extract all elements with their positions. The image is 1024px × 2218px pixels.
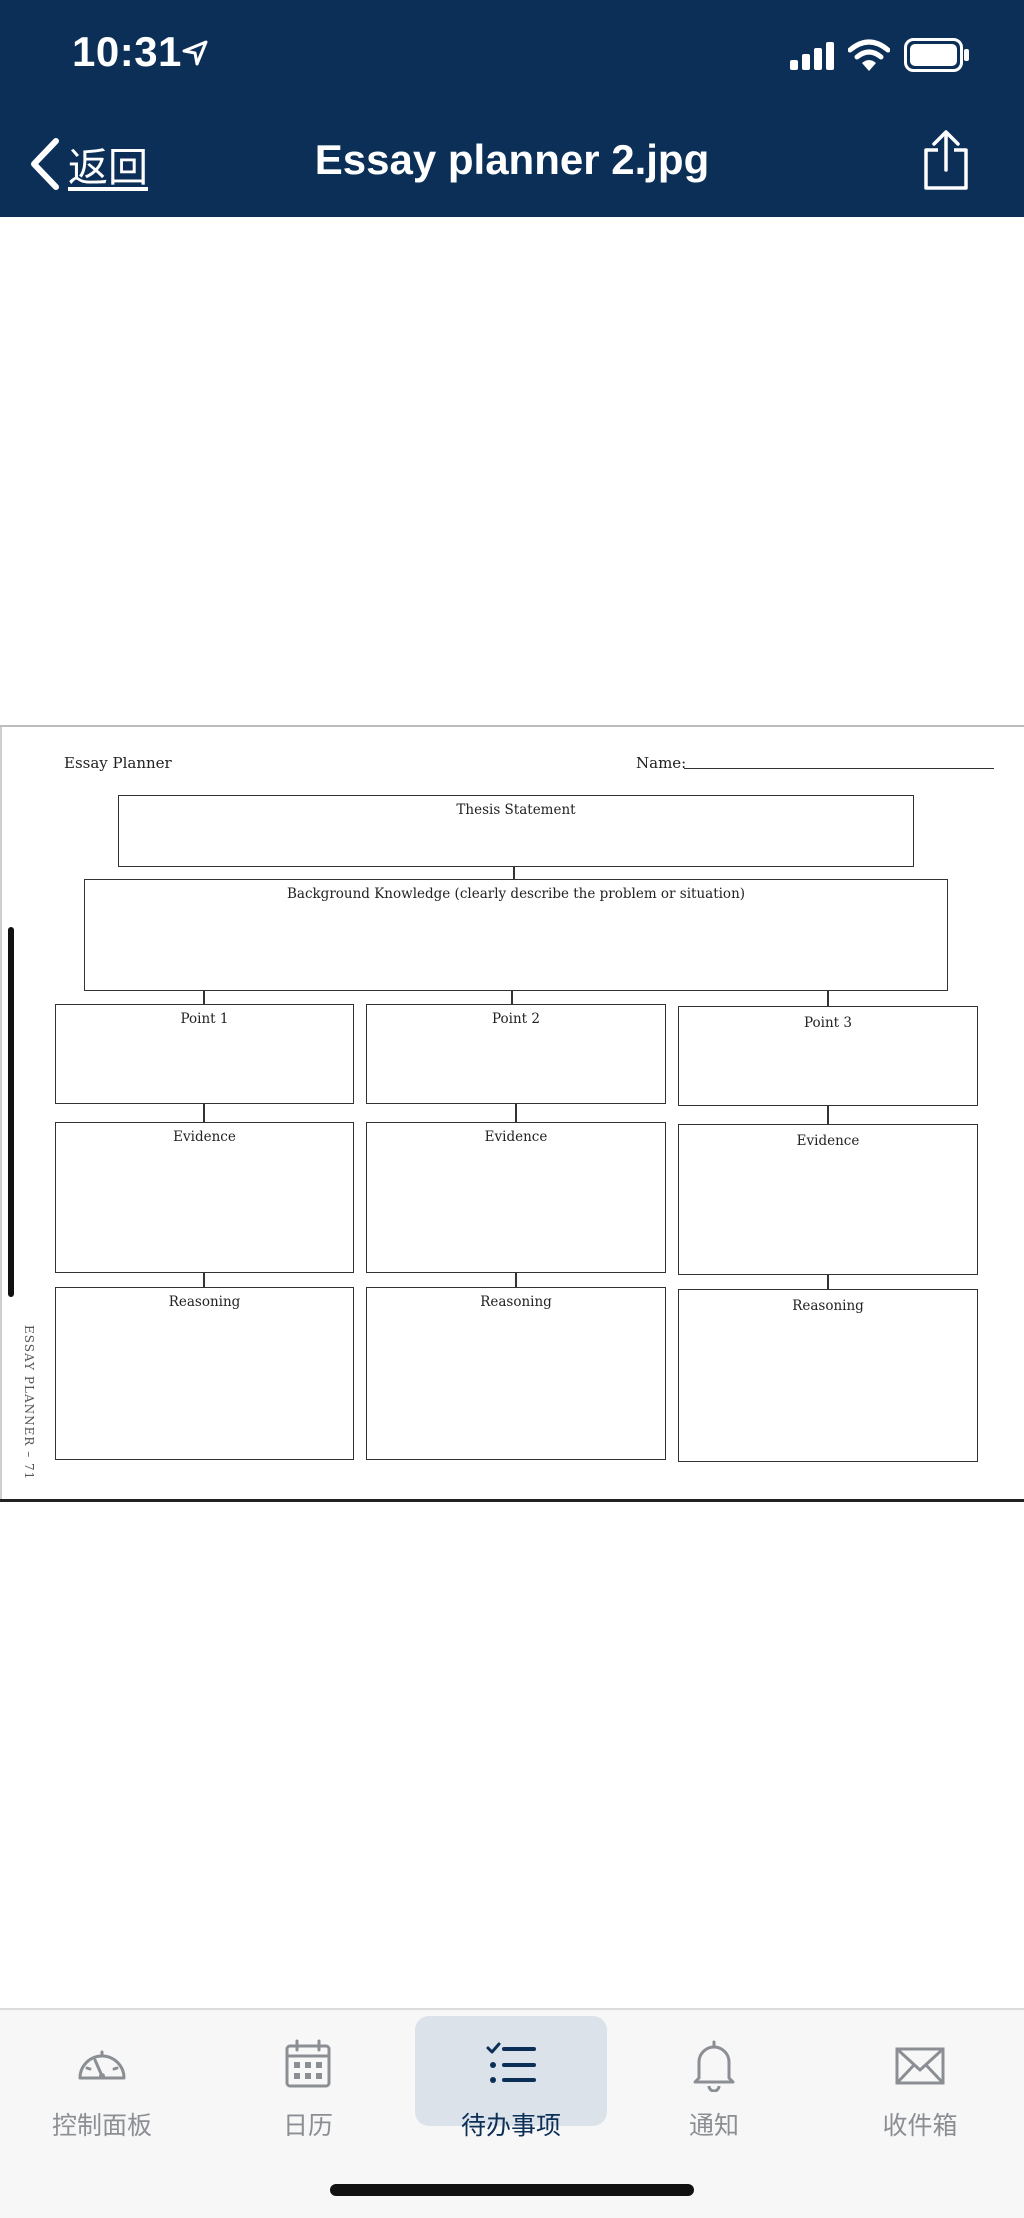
name-underline bbox=[684, 768, 994, 769]
connector-line bbox=[515, 1104, 517, 1122]
evidence-3-label: Evidence bbox=[796, 1133, 860, 1149]
location-arrow-icon bbox=[182, 40, 208, 66]
bottom-tab-bar: 控制面板 日历 待办事项 通知 bbox=[0, 2008, 1024, 2218]
back-button-label: 返回 bbox=[68, 145, 148, 191]
chevron-left-icon bbox=[31, 138, 59, 190]
evidence-2-label: Evidence bbox=[484, 1129, 548, 1145]
tab-inbox[interactable]: 收件箱 bbox=[824, 2016, 1016, 2140]
reasoning-2-box: Reasoning bbox=[366, 1287, 666, 1460]
back-button[interactable]: 返回 bbox=[28, 132, 148, 196]
connector-line bbox=[827, 1106, 829, 1124]
battery-icon bbox=[904, 38, 969, 72]
envelope-icon bbox=[895, 2047, 945, 2085]
bell-icon bbox=[693, 2040, 735, 2092]
tab-inbox-label: 收件箱 bbox=[882, 2111, 958, 2140]
document-side-footer: ESSAY PLANNER – 71 bbox=[22, 1325, 36, 1481]
document-header-title: Essay Planner bbox=[64, 754, 172, 772]
connector-line bbox=[203, 1104, 205, 1122]
thesis-box: Thesis Statement bbox=[118, 795, 914, 867]
top-navigation-bar: 10:31 返回 Essay planner 2.jpg bbox=[0, 0, 1024, 217]
share-icon[interactable] bbox=[920, 128, 972, 192]
document-edge bbox=[0, 727, 2, 1499]
evidence-1-label: Evidence bbox=[173, 1129, 236, 1145]
connector-line bbox=[203, 1273, 205, 1287]
background-label: Background Knowledge (clearly describe t… bbox=[286, 886, 746, 902]
background-box: Background Knowledge (clearly describe t… bbox=[84, 879, 948, 991]
dashboard-gauge-icon bbox=[78, 2050, 126, 2080]
cellular-signal-icon bbox=[790, 42, 834, 70]
calendar-icon bbox=[285, 2039, 331, 2088]
document-scroll-indicator[interactable] bbox=[8, 927, 14, 1297]
evidence-1-box: Evidence bbox=[55, 1122, 354, 1273]
point-1-label: Point 1 bbox=[180, 1011, 229, 1027]
connector-line bbox=[827, 1275, 829, 1289]
page-title: Essay planner 2.jpg bbox=[314, 136, 710, 183]
tab-calendar[interactable]: 日历 bbox=[212, 2016, 404, 2140]
connector-line bbox=[515, 1273, 517, 1287]
wifi-icon bbox=[848, 39, 890, 71]
tab-notifications[interactable]: 通知 bbox=[618, 2016, 810, 2140]
home-indicator bbox=[330, 2184, 694, 2196]
reasoning-2-label: Reasoning bbox=[480, 1294, 552, 1310]
connector-line bbox=[511, 991, 513, 1004]
point-2-label: Point 2 bbox=[492, 1011, 540, 1027]
document-name-label: Name: bbox=[636, 754, 687, 772]
evidence-3-box: Evidence bbox=[678, 1124, 978, 1275]
connector-line bbox=[827, 991, 829, 1006]
tab-calendar-label: 日历 bbox=[282, 2111, 333, 2140]
point-2-box: Point 2 bbox=[366, 1004, 666, 1104]
point-3-label: Point 3 bbox=[804, 1015, 852, 1031]
point-3-box: Point 3 bbox=[678, 1006, 978, 1106]
document-image: Essay Planner Name: Thesis Statement Bac… bbox=[0, 725, 1024, 1502]
connector-line bbox=[203, 991, 205, 1004]
reasoning-3-box: Reasoning bbox=[678, 1289, 978, 1462]
reasoning-1-box: Reasoning bbox=[55, 1287, 354, 1460]
evidence-2-box: Evidence bbox=[366, 1122, 666, 1273]
tab-dashboard-label: 控制面板 bbox=[51, 2111, 152, 2140]
tab-notifications-label: 通知 bbox=[688, 2111, 739, 2140]
thesis-label: Thesis Statement bbox=[456, 802, 576, 818]
reasoning-1-label: Reasoning bbox=[168, 1294, 241, 1310]
tab-todo-label: 待办事项 bbox=[460, 2111, 561, 2140]
tab-todo[interactable]: 待办事项 bbox=[415, 2016, 607, 2140]
todo-list-icon bbox=[486, 2042, 536, 2083]
connector-line bbox=[513, 867, 515, 879]
status-time: 10:31 bbox=[72, 28, 182, 75]
reasoning-3-label: Reasoning bbox=[792, 1298, 864, 1314]
point-1-box: Point 1 bbox=[55, 1004, 354, 1104]
tab-dashboard[interactable]: 控制面板 bbox=[6, 2016, 198, 2140]
